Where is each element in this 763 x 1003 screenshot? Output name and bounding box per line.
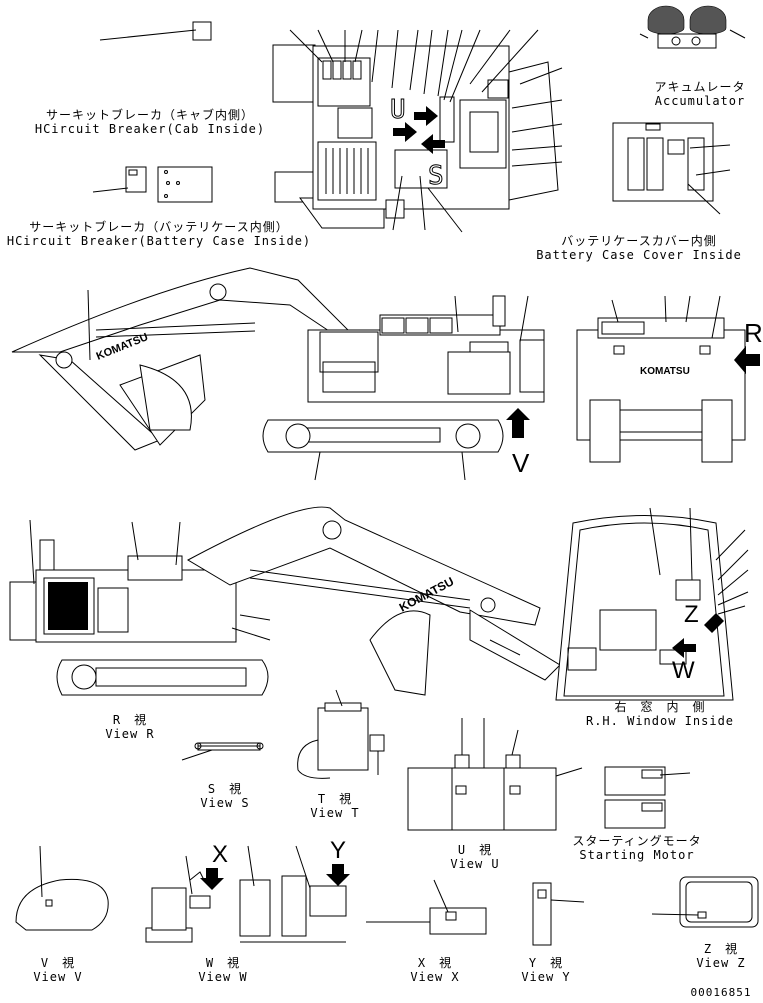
view-u-label: U 視 View U xyxy=(440,843,510,871)
circuit-breaker-cab-en: HCircuit Breaker(Cab Inside) xyxy=(34,122,266,136)
starting-motor-label: スターティングモータ Starting Motor xyxy=(562,834,712,862)
view-t-en: View T xyxy=(310,806,360,820)
view-w-figure xyxy=(146,846,350,942)
rear-view xyxy=(577,296,760,462)
view-s-en: View S xyxy=(200,796,250,810)
view-letter-s: S xyxy=(428,161,444,191)
view-r-label: R 視 View R xyxy=(95,713,165,741)
view-x-jp: X 視 xyxy=(417,956,453,970)
window-inside-jp: 右 窓 内 側 xyxy=(614,700,706,714)
view-letter-w: W xyxy=(672,657,695,684)
view-x-figure xyxy=(366,880,486,934)
view-z-jp: Z 視 xyxy=(703,942,739,956)
view-letter-u: U xyxy=(390,95,406,125)
window-inside-figure xyxy=(556,508,748,700)
battery-cover-jp: バッテリケースカバー内側 xyxy=(561,234,717,248)
view-letter-x: X xyxy=(212,841,228,868)
view-r-en: View R xyxy=(105,727,155,741)
battery-cover-figure xyxy=(613,123,730,214)
view-w-en: View W xyxy=(198,970,248,984)
view-v-en: View V xyxy=(33,970,83,984)
view-v-label: V 視 View V xyxy=(28,956,88,984)
view-u-en: View U xyxy=(450,857,500,871)
view-y-jp: Y 視 xyxy=(528,956,564,970)
view-z-figure xyxy=(652,877,758,927)
view-v-jp: V 視 xyxy=(40,956,76,970)
accumulator-figure xyxy=(640,6,745,48)
circuit-breaker-battery-label: サーキットブレーカ（バッテリケース内側） HCircuit Breaker(Ba… xyxy=(0,220,318,248)
accumulator-en: Accumulator xyxy=(654,94,746,108)
view-letter-r: R xyxy=(744,318,763,348)
view-z-label: Z 視 View Z xyxy=(686,942,756,970)
view-s-label: S 視 View S xyxy=(190,782,260,810)
view-t-label: T 視 View T xyxy=(300,792,370,820)
circuit-breaker-battery-jp: サーキットブレーカ（バッテリケース内側） xyxy=(29,220,289,234)
view-letter-y: Y xyxy=(330,837,346,864)
view-u-figure xyxy=(408,718,582,830)
view-v-figure xyxy=(16,846,108,930)
view-y-en: View Y xyxy=(521,970,571,984)
circuit-breaker-battery-figure xyxy=(93,167,212,202)
battery-cover-label: バッテリケースカバー内側 Battery Case Cover Inside xyxy=(528,234,750,262)
starting-motor-figure xyxy=(605,767,690,828)
window-inside-en: R.H. Window Inside xyxy=(585,714,735,728)
top-plan-view xyxy=(273,30,562,232)
circuit-breaker-cab-figure xyxy=(100,22,211,40)
starting-motor-en: Starting Motor xyxy=(579,848,695,862)
starting-motor-jp: スターティングモータ xyxy=(572,834,702,848)
view-x-label: X 視 View X xyxy=(400,956,470,984)
circuit-breaker-battery-en: HCircuit Breaker(Battery Case Inside) xyxy=(6,234,312,248)
accumulator-jp: アキュムレータ xyxy=(654,80,746,94)
view-t-jp: T 視 xyxy=(317,792,353,806)
window-inside-label: 右 窓 内 側 R.H. Window Inside xyxy=(560,700,760,728)
view-w-jp: W 視 xyxy=(205,956,241,970)
circuit-breaker-cab-jp: サーキットブレーカ（キャブ内側） xyxy=(45,108,254,122)
view-u-jp: U 視 xyxy=(457,843,493,857)
drawing-number: 00016851 xyxy=(690,986,752,999)
view-letter-v: V xyxy=(512,448,530,478)
view-x-en: View X xyxy=(410,970,460,984)
side-elevation-left-boom xyxy=(12,268,544,480)
brand-logo-rear: KOMATSU xyxy=(640,366,690,377)
view-y-figure xyxy=(533,883,584,945)
view-t-figure xyxy=(298,690,384,778)
view-s-jp: S 視 xyxy=(207,782,243,796)
battery-cover-en: Battery Case Cover Inside xyxy=(536,248,742,262)
accumulator-label: アキュムレータ Accumulator xyxy=(640,80,760,108)
view-letter-z: Z xyxy=(684,601,699,628)
view-y-label: Y 視 View Y xyxy=(508,956,584,984)
view-r-jp: R 視 xyxy=(112,713,148,727)
view-z-en: View Z xyxy=(696,956,746,970)
view-r-figure xyxy=(10,507,560,695)
view-w-label: W 視 View W xyxy=(188,956,258,984)
view-s-figure xyxy=(182,743,263,760)
circuit-breaker-cab-label: サーキットブレーカ（キャブ内側） HCircuit Breaker(Cab In… xyxy=(30,108,270,136)
